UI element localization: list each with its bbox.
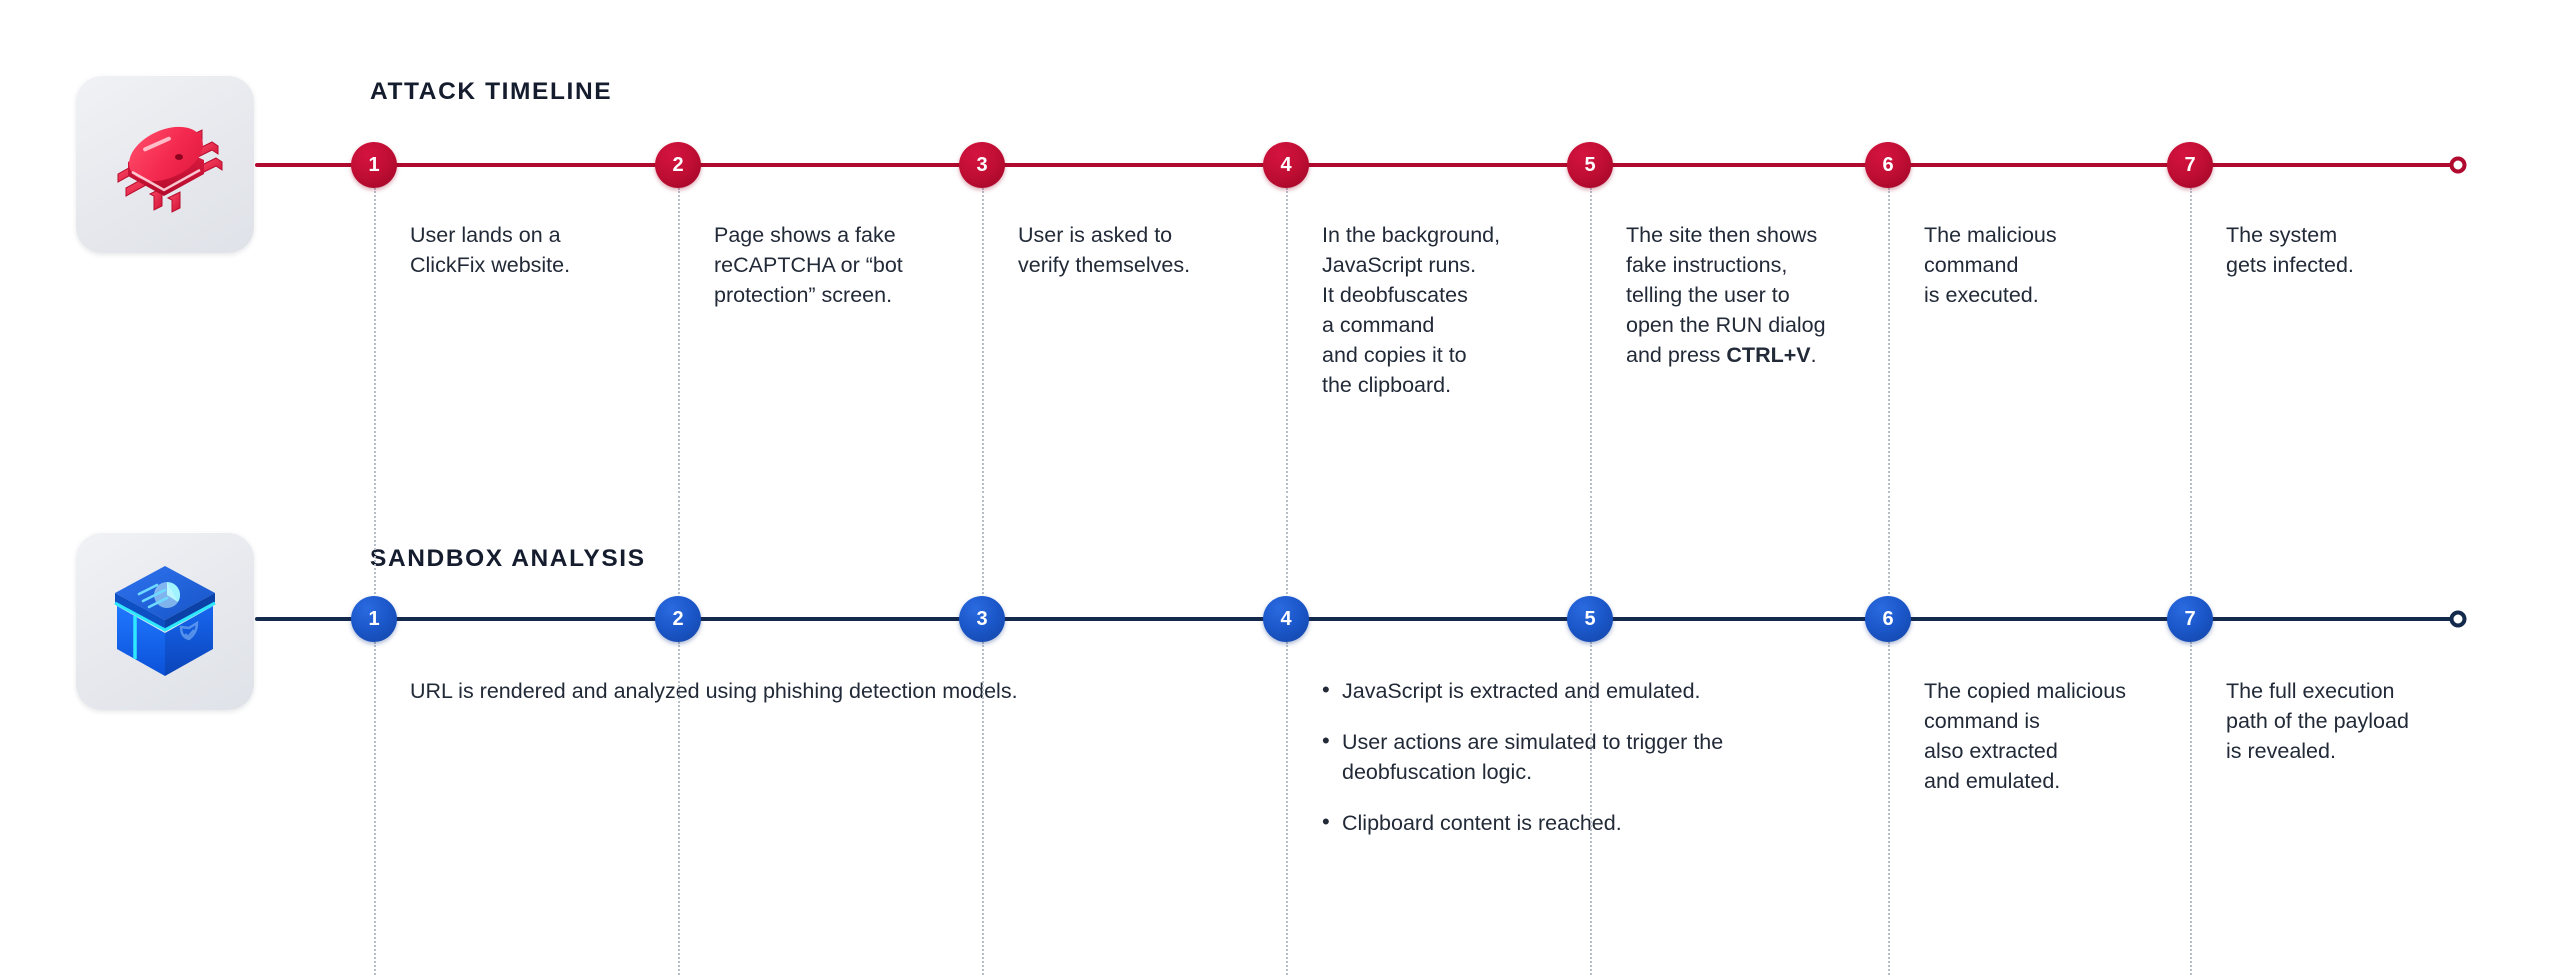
guide-sandbox-5 <box>1590 642 1592 975</box>
attack-step-node-6[interactable]: 6 <box>1865 142 1911 188</box>
sandbox-analysis-heading: SANDBOX ANALYSIS <box>370 545 646 572</box>
sandbox-analysis-icon-tile <box>76 532 254 710</box>
guide-sandbox-top-1 <box>374 496 376 594</box>
guide-sandbox-1 <box>374 642 376 975</box>
attack-step-node-3[interactable]: 3 <box>959 142 1005 188</box>
list-item: Clipboard content is reached. <box>1322 807 1822 838</box>
sandbox-step-node-2[interactable]: 2 <box>655 596 701 642</box>
attack-step-node-5[interactable]: 5 <box>1567 142 1613 188</box>
guide-attack-5 <box>1590 188 1592 493</box>
attack-timeline-axis-endcap <box>2449 156 2467 174</box>
guide-sandbox-6 <box>1888 642 1890 975</box>
guide-sandbox-top-6 <box>1888 496 1890 594</box>
guide-sandbox-top-3 <box>982 496 984 594</box>
guide-attack-4 <box>1286 188 1288 493</box>
attack-timeline-heading: ATTACK TIMELINE <box>370 78 613 105</box>
attack-step-text-4: In the background,JavaScript runs.It deo… <box>1322 223 1501 398</box>
sandbox-step-node-6[interactable]: 6 <box>1865 596 1911 642</box>
attack-step-node-1[interactable]: 1 <box>351 142 397 188</box>
attack-step-node-2[interactable]: 2 <box>655 142 701 188</box>
sandbox-analysis-axis-endcap <box>2449 610 2467 628</box>
guide-sandbox-7 <box>2190 642 2192 975</box>
guide-sandbox-top-4 <box>1286 496 1288 594</box>
sandbox-cube-icon <box>109 560 221 682</box>
guide-attack-1 <box>374 188 376 493</box>
bug-icon <box>106 110 224 218</box>
guide-attack-3 <box>982 188 984 493</box>
attack-timeline-icon-tile <box>76 75 254 253</box>
sandbox-step-node-1[interactable]: 1 <box>351 596 397 642</box>
attack-step-node-4[interactable]: 4 <box>1263 142 1309 188</box>
list-item: User actions are simulated to trigger th… <box>1322 726 1822 787</box>
list-item: JavaScript is extracted and emulated. <box>1322 675 1822 706</box>
guide-sandbox-2 <box>678 642 680 975</box>
guide-sandbox-3 <box>982 642 984 975</box>
guide-sandbox-4 <box>1286 642 1288 975</box>
sandbox-step-node-3[interactable]: 3 <box>959 596 1005 642</box>
guide-attack-2 <box>678 188 680 493</box>
sandbox-step-node-5[interactable]: 5 <box>1567 596 1613 642</box>
guide-attack-7 <box>2190 188 2192 493</box>
sandbox-step-text-1: URL is rendered and analyzed using phish… <box>410 679 1018 703</box>
guide-sandbox-top-7 <box>2190 496 2192 594</box>
sandbox-analysis-axis <box>255 617 2460 621</box>
attack-timeline-axis <box>255 163 2460 167</box>
guide-sandbox-top-5 <box>1590 496 1592 594</box>
sandbox-step-node-4[interactable]: 4 <box>1263 596 1309 642</box>
sandbox-step-bullets-4: JavaScript is extracted and emulated. Use… <box>1322 675 1822 838</box>
sandbox-step-node-7[interactable]: 7 <box>2167 596 2213 642</box>
attack-step-node-7[interactable]: 7 <box>2167 142 2213 188</box>
guide-sandbox-top-2 <box>678 496 680 594</box>
guide-attack-6 <box>1888 188 1890 493</box>
